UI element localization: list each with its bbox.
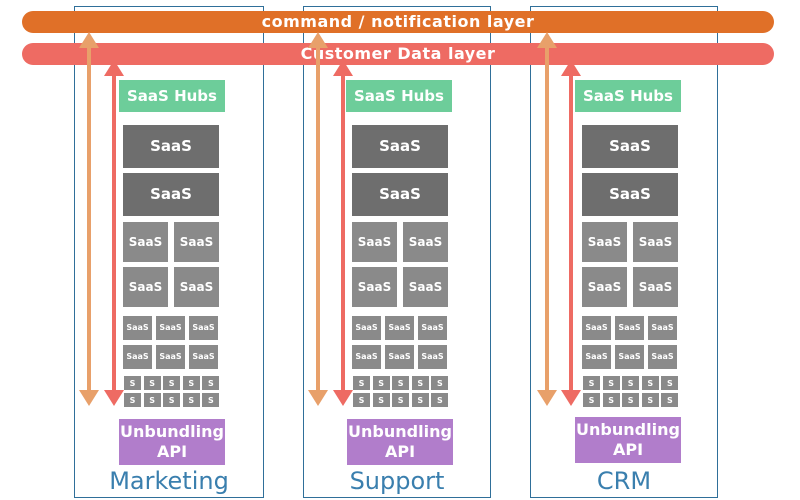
saas-block-tiny-support: S: [410, 375, 430, 391]
column-title: Marketing: [109, 467, 229, 495]
api-label-line2: API: [384, 442, 416, 461]
saas-block-medium-marketing: SaaS: [123, 267, 168, 307]
saas-block-medium-support: SaaS: [352, 267, 397, 307]
saas-block-small-marketing: SaaS: [156, 316, 185, 340]
saas-block-tiny-crm: S: [601, 392, 621, 408]
saas-block-tiny-support: S: [371, 375, 391, 391]
saas-block-small-support: SaaS: [418, 345, 447, 369]
saas-block-medium-support: SaaS: [403, 267, 448, 307]
saas-block-small-marketing: SaaS: [123, 345, 152, 369]
saas-block-small-crm: SaaS: [648, 316, 677, 340]
unbundling-api-crm: Unbundling API: [575, 417, 681, 463]
api-label-line1: Unbundling: [348, 422, 452, 441]
saas-block-small-crm: SaaS: [582, 345, 611, 369]
unbundling-api-support: Unbundling API: [347, 419, 453, 465]
saas-block-tiny-marketing: S: [201, 375, 221, 391]
saas-block-tiny-support: S: [430, 392, 450, 408]
saas-block-tiny-crm: S: [621, 392, 641, 408]
saas-hubs-crm: SaaS Hubs: [575, 80, 681, 112]
saas-block-large-support: SaaS: [352, 125, 448, 168]
saas-block-small-crm: SaaS: [615, 345, 644, 369]
saas-block-tiny-support: S: [410, 392, 430, 408]
saas-block-small-crm: SaaS: [615, 316, 644, 340]
saas-block-small-support: SaaS: [352, 316, 381, 340]
saas-block-tiny-crm: S: [660, 375, 680, 391]
saas-block-tiny-support: S: [352, 375, 371, 391]
saas-block-tiny-support: S: [352, 392, 371, 408]
saas-block-large-support: SaaS: [352, 173, 448, 216]
saas-block-small-crm: SaaS: [648, 345, 677, 369]
saas-block-medium-crm: SaaS: [582, 222, 627, 262]
saas-block-small-support: SaaS: [352, 345, 381, 369]
saas-block-tiny-support: S: [391, 375, 411, 391]
unbundling-api-marketing: Unbundling API: [119, 419, 225, 465]
saas-block-tiny-support: S: [391, 392, 411, 408]
saas-block-medium-crm: SaaS: [633, 222, 678, 262]
api-label-line2: API: [612, 440, 644, 459]
column-title: Support: [349, 467, 445, 495]
saas-block-small-marketing: SaaS: [189, 316, 218, 340]
saas-block-tiny-crm: S: [660, 392, 680, 408]
saas-hubs-marketing: SaaS Hubs: [119, 80, 225, 112]
saas-block-tiny-marketing: S: [142, 375, 162, 391]
saas-block-tiny-crm: S: [582, 392, 601, 408]
saas-block-small-marketing: SaaS: [123, 316, 152, 340]
saas-block-small-marketing: SaaS: [189, 345, 218, 369]
saas-block-tiny-support: S: [371, 392, 391, 408]
api-label-line1: Unbundling: [120, 422, 224, 441]
api-label-line2: API: [156, 442, 188, 461]
saas-block-tiny-crm: S: [601, 375, 621, 391]
saas-block-large-crm: SaaS: [582, 173, 678, 216]
saas-block-large-marketing: SaaS: [123, 173, 219, 216]
saas-block-tiny-crm: S: [621, 375, 641, 391]
saas-block-tiny-marketing: S: [181, 392, 201, 408]
saas-block-medium-marketing: SaaS: [174, 267, 219, 307]
saas-block-small-support: SaaS: [385, 345, 414, 369]
saas-block-medium-marketing: SaaS: [174, 222, 219, 262]
saas-block-large-crm: SaaS: [582, 125, 678, 168]
customer-data-layer: Customer Data layer: [22, 43, 774, 65]
data-arrow-crm: [561, 60, 581, 406]
command-notification-layer: command / notification layer: [22, 11, 774, 33]
command-arrow-marketing: [79, 32, 99, 406]
saas-block-tiny-crm: S: [640, 392, 660, 408]
column-title: CRM: [596, 467, 652, 495]
saas-block-large-marketing: SaaS: [123, 125, 219, 168]
saas-block-tiny-marketing: S: [162, 392, 182, 408]
saas-block-tiny-crm: S: [582, 375, 601, 391]
saas-block-small-crm: SaaS: [582, 316, 611, 340]
api-label-line1: Unbundling: [576, 420, 680, 439]
saas-block-tiny-marketing: S: [162, 375, 182, 391]
saas-block-tiny-support: S: [430, 375, 450, 391]
column-frame-crm: CRM: [530, 6, 718, 498]
saas-block-medium-crm: SaaS: [582, 267, 627, 307]
saas-block-small-marketing: SaaS: [156, 345, 185, 369]
saas-block-medium-support: SaaS: [403, 222, 448, 262]
saas-block-small-support: SaaS: [418, 316, 447, 340]
command-arrow-support: [308, 32, 328, 406]
saas-block-tiny-crm: S: [640, 375, 660, 391]
saas-block-tiny-marketing: S: [142, 392, 162, 408]
saas-hubs-support: SaaS Hubs: [346, 80, 452, 112]
data-arrow-marketing: [104, 60, 124, 406]
saas-block-medium-marketing: SaaS: [123, 222, 168, 262]
saas-block-small-support: SaaS: [385, 316, 414, 340]
saas-block-medium-crm: SaaS: [633, 267, 678, 307]
saas-block-tiny-marketing: S: [123, 392, 142, 408]
saas-block-medium-support: SaaS: [352, 222, 397, 262]
column-frame-marketing: Marketing: [74, 6, 264, 498]
saas-block-tiny-marketing: S: [181, 375, 201, 391]
column-frame-support: Support: [303, 6, 491, 498]
saas-block-tiny-marketing: S: [123, 375, 142, 391]
saas-block-tiny-marketing: S: [201, 392, 221, 408]
command-arrow-crm: [537, 32, 557, 406]
data-arrow-support: [333, 60, 353, 406]
